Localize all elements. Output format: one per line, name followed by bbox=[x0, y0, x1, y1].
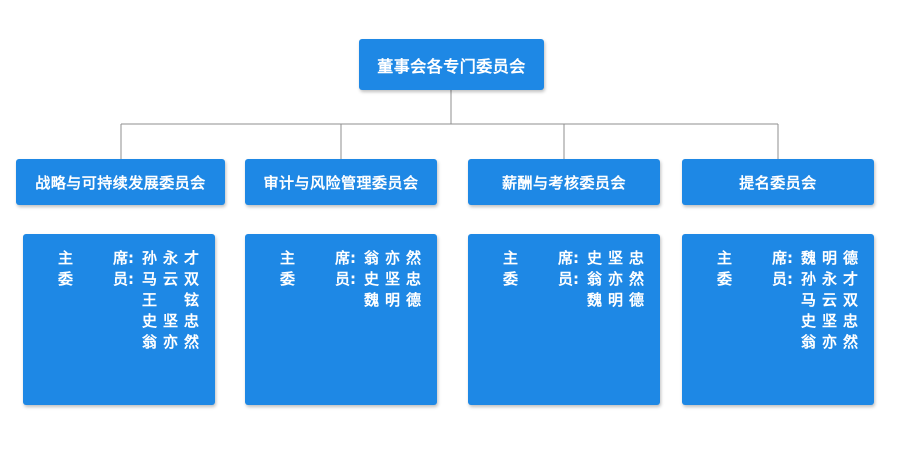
committee-nomination-members-box: 主席: 魏明德 委员: 孙永才 马云双 史坚忠 翁亦然 bbox=[682, 234, 874, 405]
member-name: 史坚忠 bbox=[142, 312, 203, 330]
committee-title: 审计与风险管理委员会 bbox=[263, 173, 419, 192]
member-row: 主席: 魏明德 bbox=[717, 248, 874, 269]
colon: : bbox=[128, 249, 134, 267]
member-role bbox=[58, 290, 128, 311]
member-row: 史坚忠 bbox=[717, 311, 874, 332]
member-role bbox=[58, 332, 128, 353]
member-name: 翁亦然 bbox=[142, 333, 203, 351]
colon: : bbox=[128, 270, 134, 288]
member-name: 翁亦然 bbox=[364, 249, 425, 267]
colon: : bbox=[787, 249, 793, 267]
member-name: 马云双 bbox=[801, 291, 862, 309]
colon: : bbox=[787, 270, 793, 288]
member-row: 委员: 史坚忠 bbox=[280, 269, 437, 290]
member-role bbox=[717, 290, 787, 311]
colon: : bbox=[350, 270, 356, 288]
committee-compensation-title-box: 薪酬与考核委员会 bbox=[468, 159, 660, 205]
member-name: 魏明德 bbox=[587, 291, 648, 309]
committee-nomination-title-box: 提名委员会 bbox=[682, 159, 874, 205]
member-role bbox=[717, 332, 787, 353]
member-row: 委员: 马云双 bbox=[58, 269, 215, 290]
member-role bbox=[58, 311, 128, 332]
committee-strategy-members-box: 主席: 孙永才 委员: 马云双 王铉 史坚忠 翁亦然 bbox=[23, 234, 215, 405]
colon: : bbox=[350, 249, 356, 267]
member-row: 魏明德 bbox=[280, 290, 437, 311]
member-role: 委员 bbox=[503, 270, 573, 288]
member-role: 主席 bbox=[280, 249, 350, 267]
committee-compensation-members-box: 主席: 史坚忠 委员: 翁亦然 魏明德 bbox=[468, 234, 660, 405]
member-row: 翁亦然 bbox=[717, 332, 874, 353]
member-name: 史坚忠 bbox=[364, 270, 425, 288]
member-row: 翁亦然 bbox=[58, 332, 215, 353]
committee-title: 提名委员会 bbox=[739, 173, 817, 192]
member-name: 魏明德 bbox=[364, 291, 425, 309]
member-row: 委员: 翁亦然 bbox=[503, 269, 660, 290]
member-name: 史坚忠 bbox=[801, 312, 862, 330]
member-role: 委员 bbox=[280, 270, 350, 288]
committee-audit-title-box: 审计与风险管理委员会 bbox=[245, 159, 437, 205]
member-row: 委员: 孙永才 bbox=[717, 269, 874, 290]
member-row: 主席: 翁亦然 bbox=[280, 248, 437, 269]
member-name: 翁亦然 bbox=[587, 270, 648, 288]
colon: : bbox=[573, 249, 579, 267]
committee-title: 薪酬与考核委员会 bbox=[501, 173, 626, 192]
member-row: 马云双 bbox=[717, 290, 874, 311]
root-node-board-committees: 董事会各专门委员会 bbox=[359, 39, 544, 90]
member-role: 主席 bbox=[503, 249, 573, 267]
member-role bbox=[280, 290, 350, 311]
committee-audit-members-box: 主席: 翁亦然 委员: 史坚忠 魏明德 bbox=[245, 234, 437, 405]
member-role: 委员 bbox=[58, 270, 128, 288]
member-name: 孙永才 bbox=[142, 249, 203, 267]
root-title: 董事会各专门委员会 bbox=[377, 56, 526, 76]
member-name: 王铉 bbox=[142, 291, 203, 309]
member-row: 史坚忠 bbox=[58, 311, 215, 332]
member-name: 马云双 bbox=[142, 270, 203, 288]
member-name: 孙永才 bbox=[801, 270, 862, 288]
member-role bbox=[503, 290, 573, 311]
member-role bbox=[717, 311, 787, 332]
member-row: 魏明德 bbox=[503, 290, 660, 311]
member-name: 魏明德 bbox=[801, 249, 862, 267]
committee-title: 战略与可持续发展委员会 bbox=[35, 173, 206, 192]
member-role: 委员 bbox=[717, 270, 787, 288]
member-role: 主席 bbox=[717, 249, 787, 267]
member-row: 主席: 史坚忠 bbox=[503, 248, 660, 269]
member-name: 翁亦然 bbox=[801, 333, 862, 351]
member-row: 王铉 bbox=[58, 290, 215, 311]
colon: : bbox=[573, 270, 579, 288]
member-role: 主席 bbox=[58, 249, 128, 267]
member-row: 主席: 孙永才 bbox=[58, 248, 215, 269]
member-name: 史坚忠 bbox=[587, 249, 648, 267]
committee-strategy-title-box: 战略与可持续发展委员会 bbox=[16, 159, 225, 205]
